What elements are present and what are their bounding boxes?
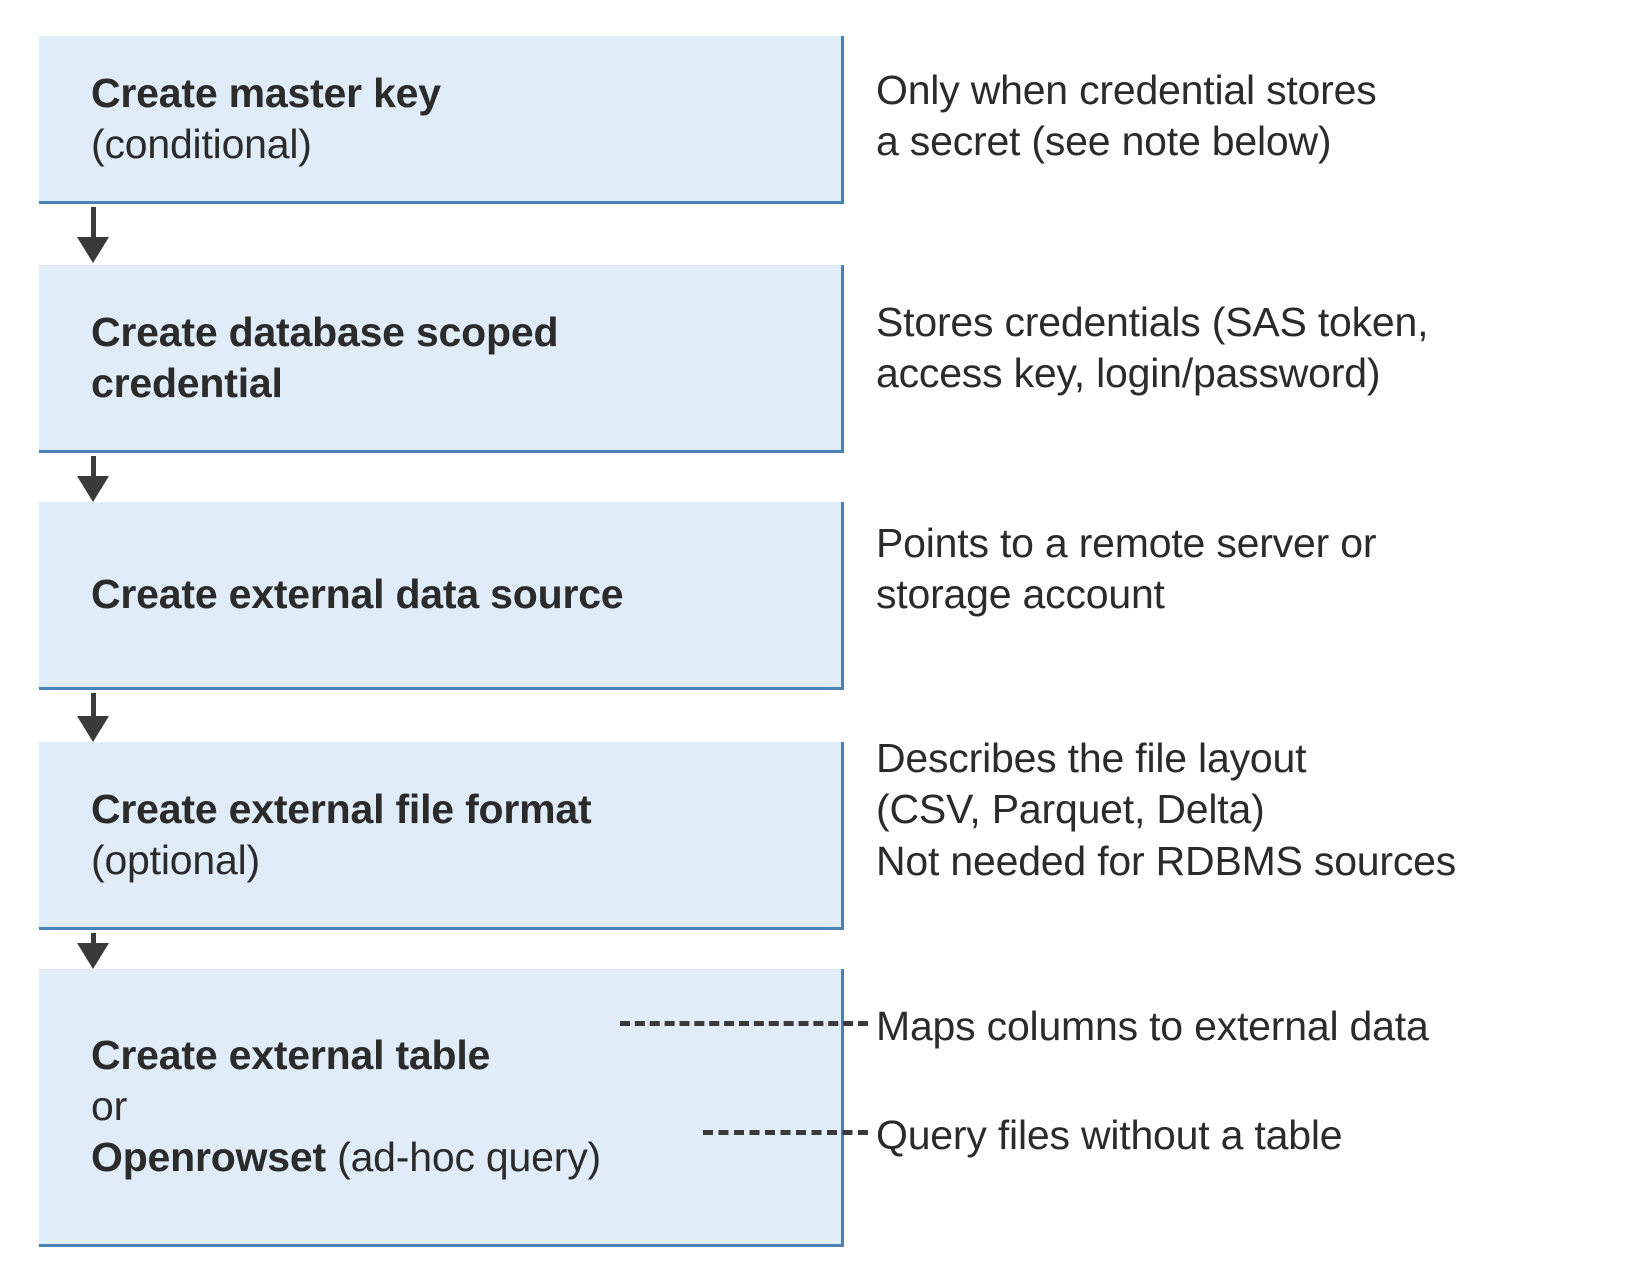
note-line: Only when credential stores xyxy=(876,67,1377,113)
arrow-head xyxy=(77,716,109,742)
arrow-shaft xyxy=(91,456,96,476)
arrow-head xyxy=(77,476,109,502)
step-box-create-database-scoped-credential[interactable]: Create database scoped credential xyxy=(39,265,844,453)
step-title: Create external table xyxy=(91,1032,491,1079)
step-alt-suffix: (ad-hoc query) xyxy=(325,1133,601,1180)
step-alt-title: Openrowset xyxy=(91,1133,326,1180)
flow-arrow-down-icon xyxy=(77,693,109,742)
step-title: Create external data source xyxy=(91,571,624,618)
step-alt-title-row: Openrowset (ad-hoc query) xyxy=(91,1132,827,1183)
flow-arrow-down-icon xyxy=(77,456,109,502)
step-box-create-master-key[interactable]: Create master key (conditional) xyxy=(39,36,844,204)
step-title: Create external file format xyxy=(91,785,592,832)
step-box-text: Create external data source xyxy=(39,569,841,620)
note-create-external-table: Maps columns to external data xyxy=(876,1003,1429,1049)
arrow-head xyxy=(77,943,109,969)
arrow-head xyxy=(77,237,109,263)
note-line: Points to a remote server or xyxy=(876,520,1377,566)
step-title: Create master key xyxy=(91,69,441,116)
note-line: (CSV, Parquet, Delta) xyxy=(876,786,1265,833)
note-line: Stores credentials (SAS token, xyxy=(876,299,1429,345)
step-box-create-external-data-source[interactable]: Create external data source xyxy=(39,502,844,690)
note-line: a secret (see note below) xyxy=(876,118,1332,165)
note-openrowset: Query files without a table xyxy=(876,1112,1343,1158)
leader-line-openrowset xyxy=(703,1130,868,1135)
note-line: Describes the file layout xyxy=(876,735,1307,781)
step-subtitle: (conditional) xyxy=(91,120,312,167)
step-box-text: Create master key (conditional) xyxy=(39,68,841,170)
note-create-external-data-source: Points to a remote server or storage acc… xyxy=(876,518,1376,621)
step-box-text: Create external file format (optional) xyxy=(39,784,841,886)
flow-arrow-down-icon xyxy=(77,933,109,969)
arrow-shaft xyxy=(91,207,96,237)
step-connector-or: or xyxy=(91,1083,128,1130)
step-box-create-external-file-format[interactable]: Create external file format (optional) xyxy=(39,742,844,930)
note-line: storage account xyxy=(876,571,1165,618)
step-box-text: Create external table or Openrowset (ad-… xyxy=(39,1030,841,1182)
note-line: Not needed for RDBMS sources xyxy=(876,837,1457,884)
note-create-external-file-format: Describes the file layout (CSV, Parquet,… xyxy=(876,733,1456,887)
note-line: access key, login/password) xyxy=(876,350,1381,397)
step-box-create-external-table-or-openrowset[interactable]: Create external table or Openrowset (ad-… xyxy=(39,969,844,1247)
arrow-shaft xyxy=(91,693,96,716)
step-subtitle: (optional) xyxy=(91,836,260,883)
flow-arrow-down-icon xyxy=(77,207,109,263)
note-create-database-scoped-credential: Stores credentials (SAS token, access ke… xyxy=(876,297,1429,400)
leader-line-external-table xyxy=(620,1021,868,1026)
arrow-shaft xyxy=(91,933,96,943)
note-create-master-key: Only when credential stores a secret (se… xyxy=(876,65,1377,168)
step-box-text: Create database scoped credential xyxy=(39,307,841,409)
step-title: Create database scoped credential xyxy=(91,308,559,406)
